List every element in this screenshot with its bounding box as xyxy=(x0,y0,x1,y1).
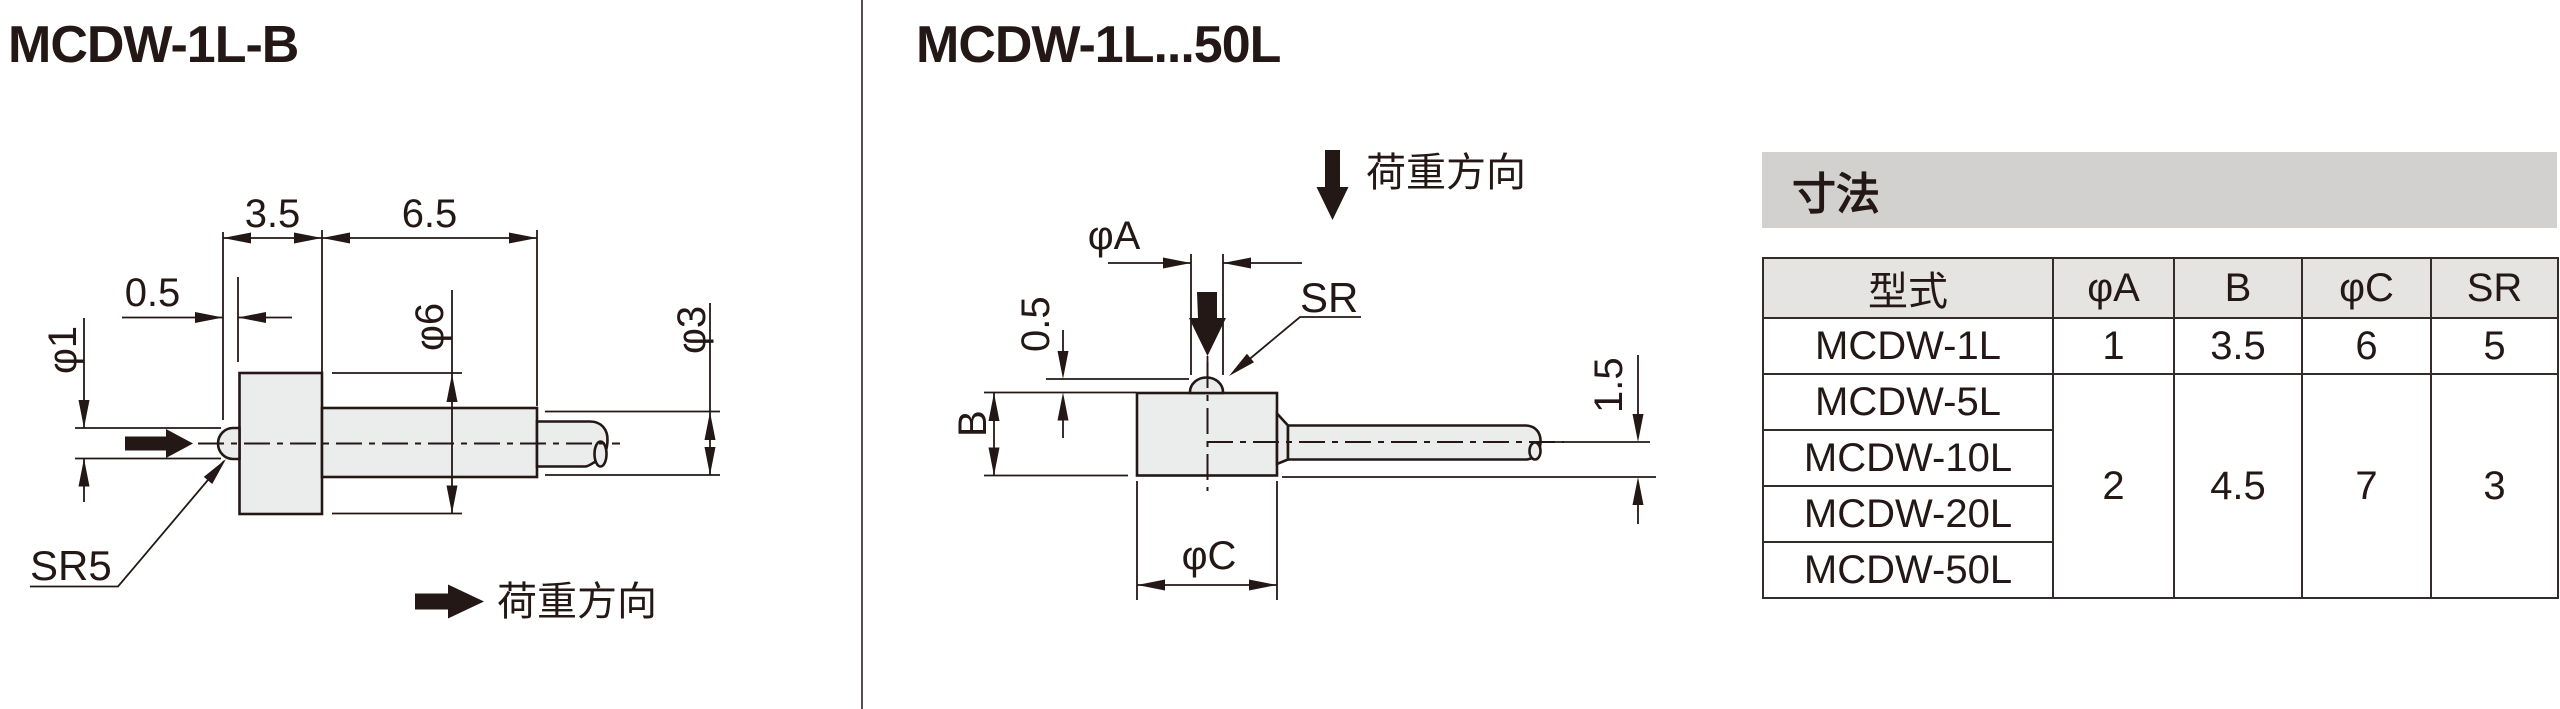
load-direction-arrow-icon xyxy=(1189,292,1226,356)
legend-label: 荷重方向 xyxy=(497,580,657,624)
extension-line xyxy=(332,372,462,515)
leader-line xyxy=(30,460,225,588)
col-header-model: 型式 xyxy=(1762,257,2054,319)
leader-arrowhead xyxy=(1229,353,1254,376)
cable-cut-end xyxy=(1528,441,1542,461)
legend-label: 荷重方向 xyxy=(1366,151,1526,195)
dim-arrowhead xyxy=(1057,351,1069,379)
cable-neck xyxy=(1275,410,1290,466)
cell-SR: 5 xyxy=(2430,317,2559,375)
dim-arrowhead xyxy=(238,312,266,323)
dim-label-tip-radius: SR xyxy=(1300,274,1358,321)
table-row: MCDW-20L xyxy=(1762,485,2558,543)
table-row: MCDW-5L 2 4.5 7 3 xyxy=(1762,373,2559,599)
cell-phiC: 6 xyxy=(2301,317,2432,375)
cell-model: MCDW-1L xyxy=(1762,317,2054,375)
dim-arrowhead xyxy=(704,447,716,475)
dim-arrowhead xyxy=(322,232,350,244)
dim-arrowhead xyxy=(704,412,716,440)
dim-arrowhead xyxy=(1163,257,1191,269)
dim-label-body-dia: φC xyxy=(1182,534,1237,578)
table-header-row: 型式 φA B φC SR xyxy=(1762,257,2559,319)
dim-label-flange-dia: φ6 xyxy=(408,303,452,351)
dim-label-tip-radius: SR5 xyxy=(30,542,112,589)
section-header-bar: 寸法 xyxy=(1762,152,2557,228)
cell-model: MCDW-50L xyxy=(1762,541,2054,599)
table-row: MCDW-50L xyxy=(1762,541,2558,599)
leader-line xyxy=(1233,316,1361,373)
cell-model: MCDW-10L xyxy=(1762,429,2054,487)
extension-line xyxy=(545,410,720,476)
cell-B: 3.5 xyxy=(2173,317,2303,375)
col-header-phiA: φA xyxy=(2052,257,2175,319)
cell-phiA-merged: 2 xyxy=(2052,373,2175,599)
dim-label-body-height: B xyxy=(951,410,995,437)
dim-arrowhead xyxy=(78,458,90,487)
cell-phiA: 1 xyxy=(2052,317,2175,375)
extension-line xyxy=(1136,481,1278,600)
left-diagram-title: MCDW-1L-B xyxy=(8,16,298,74)
dim-arrowhead xyxy=(223,232,251,244)
col-header-B: B xyxy=(2173,257,2303,319)
dim-label-body-length: 6.5 xyxy=(402,192,458,236)
dim-arrowhead xyxy=(294,232,322,244)
panel-divider xyxy=(861,0,863,709)
cable-cut-end xyxy=(593,440,608,468)
dim-label-tip-contact-dia: φ1 xyxy=(41,326,85,374)
section-title: 寸法 xyxy=(1792,170,1880,219)
dim-arrowhead xyxy=(1632,477,1644,505)
cell-model: MCDW-5L xyxy=(1762,373,2054,431)
left-diagram: MCDW-1L-B 3.5 6.5 0.5 φ1 xyxy=(8,16,720,624)
dim-arrowhead xyxy=(1137,579,1165,591)
dim-arrowhead xyxy=(509,232,537,244)
dim-arrowhead xyxy=(988,447,1000,476)
dim-arrowhead xyxy=(446,374,458,402)
legend-load-arrow-icon xyxy=(1316,150,1349,220)
dimensions-section: 寸法 型式 φA B φC SR MCDW-1L 1 3.5 6 xyxy=(1762,152,2559,599)
dim-arrowhead xyxy=(1249,579,1277,591)
extension-line xyxy=(1282,441,1656,478)
dim-arrowhead xyxy=(988,393,1000,421)
dim-label-cable-offset: 1.5 xyxy=(1587,357,1631,413)
leader-arrowhead xyxy=(203,459,226,484)
dim-arrowhead xyxy=(195,312,223,323)
dimensions-table: 型式 φA B φC SR MCDW-1L 1 3.5 6 5 MCDW-5L … xyxy=(1762,257,2559,599)
dim-arrowhead xyxy=(1223,257,1251,269)
dim-arrowhead xyxy=(446,485,458,514)
dim-label-tip-protrusion: 0.5 xyxy=(1014,296,1058,352)
dim-arrowhead xyxy=(78,400,90,428)
col-header-phiC: φC xyxy=(2301,257,2432,319)
table-row: MCDW-10L xyxy=(1762,429,2558,487)
extension-line xyxy=(75,427,221,460)
dim-arrowhead xyxy=(1632,414,1644,442)
legend-load-arrow-icon xyxy=(415,584,484,619)
dim-arrowhead xyxy=(1057,392,1069,421)
right-diagram-title: MCDW-1L...50L xyxy=(916,16,1281,74)
dim-label-tip-protrusion: 0.5 xyxy=(125,271,181,315)
load-tip xyxy=(216,426,241,461)
extension-line xyxy=(984,378,1189,394)
right-diagram: MCDW-1L...50L 荷重方向 φA 0.5 SR xyxy=(916,16,1656,600)
extension-line xyxy=(1190,254,1224,375)
dim-label-flange-length: 3.5 xyxy=(245,192,301,236)
col-header-SR: SR xyxy=(2430,257,2559,319)
cell-SR-merged: 3 xyxy=(2430,373,2559,599)
cell-phiC-merged: 7 xyxy=(2301,373,2432,599)
cell-B-merged: 4.5 xyxy=(2173,373,2303,599)
dim-label-cable-dia: φ3 xyxy=(670,306,714,354)
table-row: MCDW-1L 1 3.5 6 5 xyxy=(1762,317,2559,375)
dim-label-tip-contact-dia: φA xyxy=(1088,214,1141,258)
load-direction-arrow-icon xyxy=(125,429,193,458)
cell-model: MCDW-20L xyxy=(1762,485,2054,543)
